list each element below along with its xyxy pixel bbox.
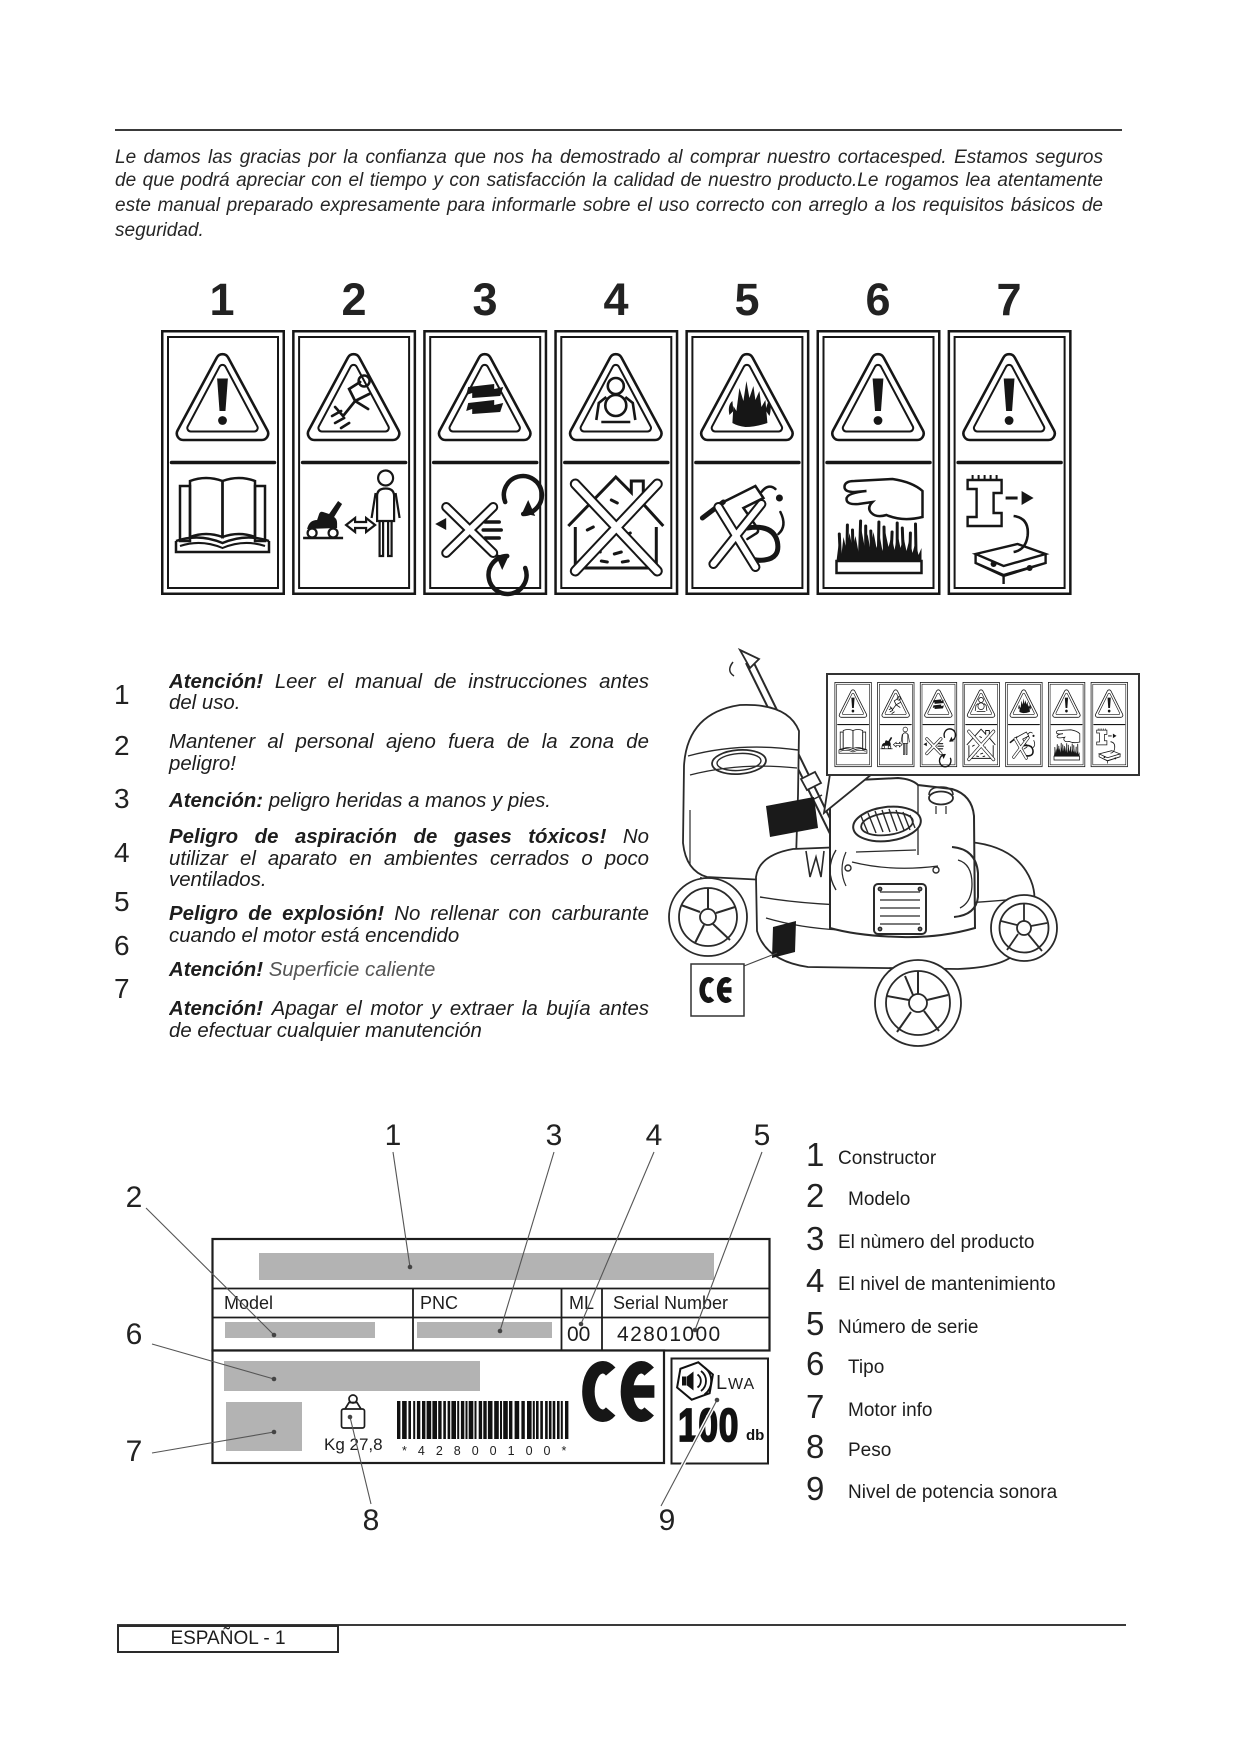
svg-text:WA: WA	[728, 1376, 755, 1393]
svg-text:Serial Number: Serial Number	[613, 1293, 728, 1313]
svg-text:*42800100*: *42800100*	[402, 1444, 577, 1458]
svg-text:PNC: PNC	[420, 1293, 458, 1313]
svg-text:00: 00	[567, 1323, 590, 1346]
svg-text:L: L	[716, 1372, 727, 1394]
svg-text:42801000: 42801000	[617, 1323, 722, 1346]
svg-text:Kg 27,8: Kg 27,8	[324, 1435, 383, 1454]
svg-text:100: 100	[678, 1399, 739, 1451]
svg-text:db: db	[746, 1427, 764, 1444]
